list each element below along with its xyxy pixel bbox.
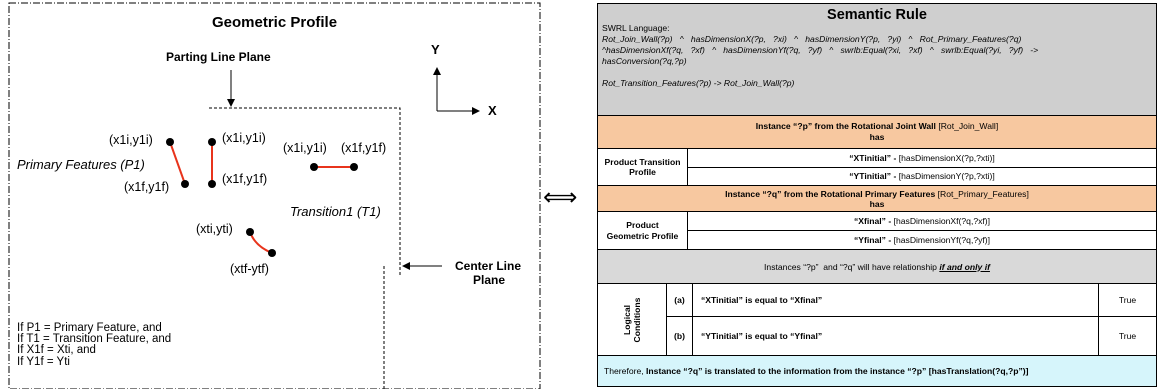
point	[166, 138, 174, 146]
q-prop-value: [hasDimensionXf(?q,?xf)]	[891, 216, 991, 226]
geometric-profile-title: Geometric Profile	[212, 14, 338, 31]
instance-p-has: has	[869, 132, 885, 142]
condition-line: If X1f = Xti, and	[17, 344, 96, 357]
condition-text: “YTinitial” is equal to “Yfinal”	[693, 316, 1099, 355]
instance-q-title: Instance “?q” from the Rotational Primar…	[725, 188, 936, 199]
p-prop-name: “YTinitial” -	[849, 171, 897, 181]
swrl-line: ^hasDimensionXf(?q, ?xf) ^ hasDimensionY…	[602, 45, 1039, 55]
coord-label-t1-start: (xti,yti)	[196, 222, 233, 236]
condition-line: If Y1f = Yti	[17, 355, 70, 368]
p-prop-value: [hasDimensionX(?p,?xti)]	[896, 153, 995, 163]
q-prop-name: “Xfinal” -	[853, 216, 892, 226]
double-arrow-icon: ⟺	[543, 184, 578, 211]
parting-line-plane-label: Parting Line Plane	[166, 50, 271, 64]
instance-q-has: has	[869, 198, 885, 209]
condition-row: (b) “YTinitial” is equal to “Yfinal” Tru…	[667, 316, 1156, 355]
condition-result: True	[1118, 330, 1137, 341]
coord-label-p1-mid-bottom: (x1f,y1f)	[222, 172, 268, 186]
condition-row: (a) “XTinitial” is equal to “Xfinal” Tru…	[667, 284, 1156, 317]
swrl-label: SWRL Language:	[602, 23, 670, 33]
center-line-plane-label: Center Line Plane	[455, 259, 521, 287]
primary-feature-line-1	[169, 141, 186, 185]
q-prop-name: “Yfinal” -	[853, 234, 892, 245]
coord-label-t1-end: (xtf-ytf)	[230, 262, 269, 276]
condition-line: If T1 = Transition Feature, and	[17, 333, 172, 346]
conditions-list: If P1 = Primary Feature, and If T1 = Tra…	[17, 322, 172, 368]
point	[246, 228, 254, 236]
parting-line-arrowhead	[227, 99, 235, 107]
point	[350, 163, 358, 171]
point	[310, 163, 318, 171]
relationship-row: Instances “?p” and “?q” will have relati…	[598, 250, 1156, 284]
parting-line-dashed	[209, 107, 401, 275]
geometric-profile-canvas	[8, 2, 541, 389]
point	[208, 138, 216, 146]
logical-conditions-cell: Logical Conditions	[598, 284, 667, 355]
coord-label-p1-left-top: (x1i,y1i)	[109, 133, 153, 147]
p-prop-row: “XTinitial” - [hasDimensionX(?p,?xti)]	[688, 149, 1156, 168]
product-transition-profile-row: Product Transition Profile “XTinitial” -…	[598, 149, 1156, 186]
coord-label-p1-left-bottom: (x1f,y1f)	[124, 180, 170, 194]
q-prop-value: [hasDimensionYf(?q,?yf)]	[891, 234, 991, 245]
center-line-plane-label-line1: Center Line	[455, 259, 522, 273]
logical-conditions-label: Logical Conditions	[622, 297, 642, 342]
transition-curve	[249, 231, 273, 254]
swrl-line: hasConversion(?q,?p)	[602, 56, 687, 66]
relationship-text: Instances “?p” and “?q” will have relati…	[764, 261, 940, 272]
conclusion-row: Therefore, Instance “?q” is translated t…	[598, 356, 1156, 386]
conclusion-emphasis: Instance “?q” is translated to the infor…	[646, 366, 1029, 376]
y-axis-label: Y	[431, 42, 440, 57]
swrl-rule-2: Rot_Transition_Features(?p) -> Rot_Join_…	[602, 78, 795, 88]
product-transition-profile-label: Product Transition Profile	[598, 149, 688, 185]
point	[208, 180, 216, 188]
profile-frame	[8, 2, 541, 389]
logical-conditions-section: Logical Conditions (a) “XTinitial” is eq…	[598, 284, 1156, 356]
relationship-emphasis: if and only if	[939, 261, 990, 272]
semantic-rule-table: Semantic Rule SWRL Language: Rot_Join_Wa…	[597, 3, 1157, 387]
x-axis-arrowhead	[472, 107, 480, 115]
swrl-section: Semantic Rule SWRL Language: Rot_Join_Wa…	[598, 4, 1156, 116]
instance-p-title: Instance “?p” from the Rotational Joint …	[755, 121, 936, 131]
primary-features-label: Primary Features (P1)	[17, 157, 145, 172]
condition-id: (a)	[667, 284, 693, 316]
y-axis-arrowhead	[433, 67, 441, 75]
coord-label-p1-right-left: (x1i,y1i)	[283, 141, 327, 155]
condition-line: If P1 = Primary Feature, and	[17, 322, 162, 334]
swrl-line: Rot_Join_Wall(?p) ^ hasDimensionX(?p, ?x…	[602, 34, 1022, 44]
condition-result: True	[1118, 295, 1137, 305]
x-axis-label: X	[488, 103, 497, 118]
p-prop-value: [hasDimensionY(?p,?xti)]	[896, 171, 995, 181]
instance-p-class: [Rot_Join_Wall]	[935, 121, 999, 131]
condition-text: “XTinitial” is equal to “Xfinal”	[693, 284, 1099, 316]
q-prop-row: “Xfinal” - [hasDimensionXf(?q,?xf)]	[688, 212, 1156, 231]
conclusion-text: Therefore,	[604, 366, 647, 376]
p-prop-name: “XTinitial” -	[849, 153, 897, 163]
product-geometric-profile-row: Product Geometric Profile “Xfinal” - [ha…	[598, 212, 1156, 250]
semantic-rule-title: Semantic Rule	[827, 7, 927, 23]
transition-label: Transition1 (T1)	[290, 204, 381, 219]
product-geometric-profile-label: Product Geometric Profile	[598, 212, 688, 249]
q-prop-row: “Yfinal” - [hasDimensionYf(?q,?yf)]	[688, 230, 1156, 249]
coord-label-p1-right-right: (x1f,y1f)	[341, 141, 387, 155]
instance-q-class: [Rot_Primary_Features]	[935, 188, 1029, 199]
coord-label-p1-mid-top: (x1i,y1i)	[222, 131, 266, 145]
p-prop-row: “YTinitial” - [hasDimensionY(?p,?xti)]	[688, 167, 1156, 185]
instance-q-header: Instance “?q” from the Rotational Primar…	[598, 186, 1156, 212]
instance-p-header: Instance “?p” from the Rotational Joint …	[598, 116, 1156, 149]
center-line-plane-label-line2: Plane	[473, 273, 506, 287]
point	[268, 249, 276, 257]
point	[181, 180, 189, 188]
condition-id: (b)	[667, 316, 693, 355]
center-line-arrowhead	[402, 262, 410, 270]
